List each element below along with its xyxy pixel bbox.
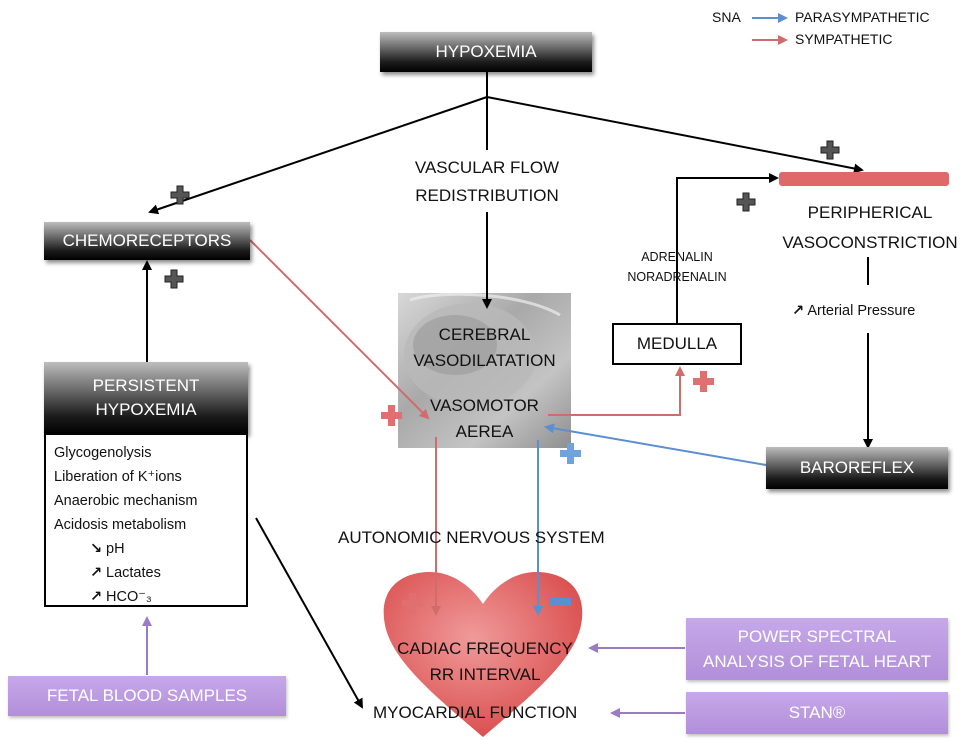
cerebral-vasodilatation-label: CEREBRAL VASODILATATION xyxy=(398,322,571,374)
adrenalin-label: ADRENALIN NORADRENALIN xyxy=(612,247,742,287)
arrow-up-icon: ↗ xyxy=(792,303,805,319)
persistent-hypoxemia-line2: HYPOXEMIA xyxy=(95,400,197,419)
chemoreceptors-box: CHEMORECEPTORS xyxy=(44,222,250,260)
plus-sign-red xyxy=(402,593,423,614)
effect-item: Acidosis metabolism xyxy=(54,517,187,533)
persistent-hypoxemia-line1: PERSISTENT xyxy=(92,376,200,395)
vascular-flow-line1: VASCULAR FLOW xyxy=(414,158,560,177)
vascular-flow-line2: REDISTRIBUTION xyxy=(415,186,559,205)
plus-sign-dark xyxy=(170,185,190,205)
chemoreceptors-label: CHEMORECEPTORS xyxy=(62,231,232,250)
legend-sympathetic: SYMPATHETIC xyxy=(795,31,893,47)
plus-sign-red xyxy=(381,405,402,426)
power-spectral-line2: ANALYSIS OF FETAL HEART xyxy=(703,652,931,671)
cardiac-line1: CADIAC FREQUENCY xyxy=(397,639,573,658)
persistent-hypoxemia-box: PERSISTENT HYPOXEMIA xyxy=(44,362,248,434)
baroreflex-box: BAROREFLEX xyxy=(766,447,948,489)
vasomotor-line1: VASOMOTOR xyxy=(430,396,539,415)
cardiac-frequency-label: CADIAC FREQUENCY RR INTERVAL xyxy=(380,636,590,688)
peripheral-vasoconstriction-label: PERIPHERICAL VASOCONSTRICTION xyxy=(770,198,964,258)
cardiac-line2: RR INTERVAL xyxy=(429,665,541,684)
adrenalin-line1: ADRENALIN xyxy=(641,250,713,264)
medulla-label: MEDULLA xyxy=(636,334,718,353)
adrenalin-line2: NORADRENALIN xyxy=(627,270,727,284)
fetal-blood-samples-label: FETAL BLOOD SAMPLES xyxy=(46,686,248,705)
plus-sign-blue xyxy=(560,443,581,464)
effect-item: Glycogenolysis xyxy=(54,445,152,461)
medulla-box: MEDULLA xyxy=(612,323,742,365)
peripheral-line1: PERIPHERICAL xyxy=(807,203,933,222)
peripheral-line2: VASOCONSTRICTION xyxy=(782,233,958,252)
legend-title: SNA xyxy=(712,9,741,25)
ph-label: pH xyxy=(106,541,125,557)
monitoring-connectors xyxy=(142,616,685,718)
vasomotor-area-label: VASOMOTOR AEREA xyxy=(398,393,571,445)
arrow-up-icon: ↗ xyxy=(90,589,103,605)
plus-sign-dark xyxy=(820,140,840,160)
cerebral-line1: CEREBRAL xyxy=(438,325,531,344)
arrow-down-icon: ↘ xyxy=(90,541,103,557)
arrow-up-icon: ↗ xyxy=(90,565,103,581)
power-spectral-line1: POWER SPECTRAL xyxy=(737,627,897,646)
parasympathetic-connectors xyxy=(533,423,767,616)
minus-sign-blue xyxy=(549,598,571,606)
stan-label: STAN® xyxy=(788,703,846,722)
plus-sign-red xyxy=(693,371,714,392)
effect-lactates: ↗Lactates xyxy=(54,561,246,585)
legend-parasympathetic: PARASYMPATHETIC xyxy=(795,9,930,25)
effect-item: Anaerobic mechanism xyxy=(54,493,198,509)
hypoxemia-connectors xyxy=(142,72,873,709)
hypoxemia-effects-list: Glycogenolysis Liberation of K⁺ions Anae… xyxy=(44,433,248,607)
vasoconstriction-bar xyxy=(779,172,949,186)
fetal-blood-samples-box: FETAL BLOOD SAMPLES xyxy=(8,676,286,716)
sympathetic-connectors xyxy=(249,239,685,616)
effect-ph: ↘pH xyxy=(54,537,246,561)
myocardial-function-label: MYOCARDIAL FUNCTION xyxy=(373,703,578,722)
autonomic-nervous-system-label: AUTONOMIC NERVOUS SYSTEM xyxy=(338,528,605,547)
brain-scan-image xyxy=(398,292,571,448)
arterial-pressure-text: Arterial Pressure xyxy=(807,303,916,319)
lactates-label: Lactates xyxy=(106,565,161,581)
arterial-pressure-label: ↗ Arterial Pressure xyxy=(792,303,915,319)
power-spectral-box: POWER SPECTRAL ANALYSIS OF FETAL HEART xyxy=(686,618,948,680)
plus-sign-dark xyxy=(736,192,756,212)
effect-item: Liberation of K⁺ions xyxy=(54,469,182,485)
baroreflex-label: BAROREFLEX xyxy=(799,458,915,477)
plus-sign-dark xyxy=(164,269,184,289)
hypoxemia-box: HYPOXEMIA xyxy=(380,32,592,72)
hco3-label: HCO⁻₃ xyxy=(106,589,152,605)
effect-hco3: ↗HCO⁻₃ xyxy=(54,585,246,609)
vascular-flow-label: VASCULAR FLOW REDISTRIBUTION xyxy=(392,154,582,210)
hypoxemia-label: HYPOXEMIA xyxy=(435,42,537,61)
cerebral-line2: VASODILATATION xyxy=(413,351,556,370)
stan-box: STAN® xyxy=(686,692,948,734)
vasomotor-line2: AEREA xyxy=(455,422,514,441)
